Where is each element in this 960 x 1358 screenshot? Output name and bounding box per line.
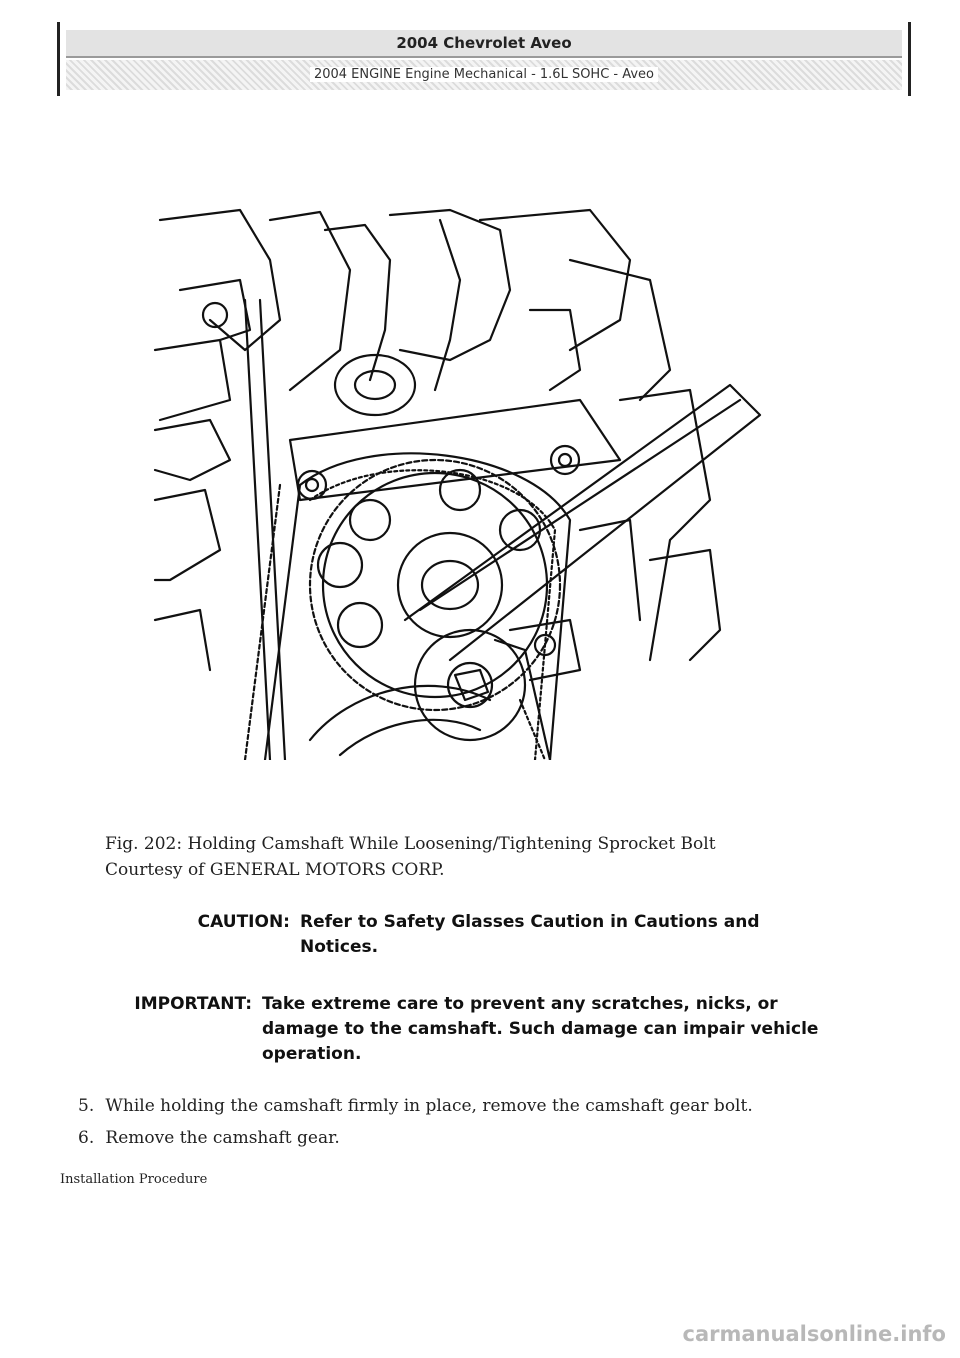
step-number: 5. (78, 1096, 95, 1116)
section-heading: Installation Procedure (60, 1172, 208, 1187)
figure-caption: Fig. 202: Holding Camshaft While Looseni… (105, 834, 716, 854)
step-text: Remove the camshaft gear. (105, 1128, 340, 1148)
procedure-step: 6. Remove the camshaft gear. (78, 1128, 340, 1148)
step-text: While holding the camshaft firmly in pla… (105, 1096, 753, 1116)
caution-note: CAUTION: Refer to Safety Glasses Caution… (0, 910, 960, 970)
header-title: 2004 Chevrolet Aveo (66, 30, 902, 58)
important-note: IMPORTANT: Take extreme care to prevent … (0, 992, 960, 1072)
important-text-line2: damage to the camshaft. Such damage can … (262, 1019, 819, 1039)
header-subtitle: 2004 ENGINE Engine Mechanical - 1.6L SOH… (309, 67, 659, 82)
procedure-step: 5. While holding the camshaft firmly in … (78, 1096, 753, 1116)
figure-courtesy: Courtesy of GENERAL MOTORS CORP. (105, 860, 445, 880)
important-label: IMPORTANT: (134, 994, 252, 1014)
caution-text-line1: Refer to Safety Glasses Caution in Cauti… (300, 912, 760, 932)
step-number: 6. (78, 1128, 95, 1148)
important-text-line3: operation. (262, 1044, 362, 1064)
watermark: carmanualsonline.info (682, 1322, 946, 1346)
camshaft-sprocket-illustration (153, 208, 762, 760)
caution-label: CAUTION: (197, 912, 290, 932)
document-header: 2004 Chevrolet Aveo 2004 ENGINE Engine M… (57, 22, 911, 96)
important-text-line1: Take extreme care to prevent any scratch… (262, 994, 778, 1014)
caution-text-line2: Notices. (300, 937, 379, 957)
